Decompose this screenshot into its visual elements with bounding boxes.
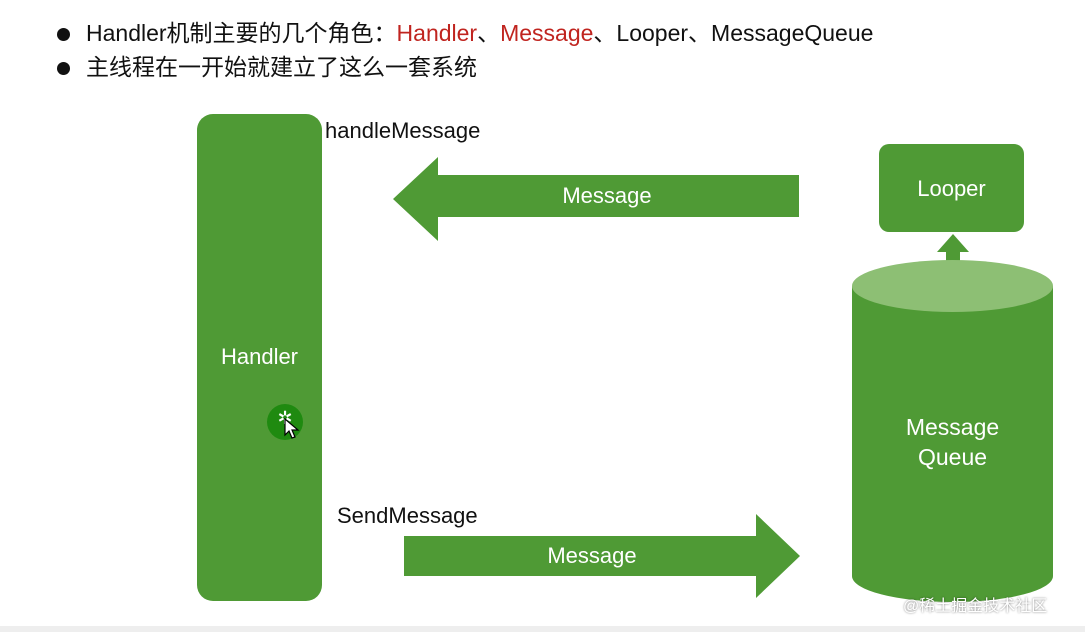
message-arrow-right [404, 514, 800, 598]
queue-label-line1: Message [905, 414, 1000, 440]
message-queue-cylinder [852, 260, 1053, 602]
bullet-item-mainthread: 主线程在一开始就建立了这么一套系统 [52, 50, 1052, 84]
queue-label-line2: Queue [917, 444, 988, 470]
message-queue-label: Message Queue [850, 412, 1055, 472]
looper-block [879, 144, 1024, 232]
handle-message-label: handleMessage [325, 118, 481, 143]
handler-label: Handler [220, 344, 299, 369]
mouse-pointer-icon [284, 418, 300, 439]
role-message-highlight: Message [500, 20, 594, 46]
bullet-text-roles: Handler机制主要的几个角色：Handler、Message、Looper、… [86, 16, 873, 50]
message-arrow-left-label: Message [562, 183, 652, 208]
bullet-dot [57, 62, 70, 75]
role-handler-highlight: Handler [396, 20, 478, 46]
message-arrow-right-label: Message [547, 543, 637, 568]
bottom-edge [0, 626, 1085, 632]
roles-rest: 、Looper、MessageQueue [593, 20, 874, 46]
looper-label: Looper [917, 176, 986, 201]
handler-block [197, 114, 322, 601]
send-message-label: SendMessage [337, 503, 478, 528]
roles-prefix: Handler机制主要的几个角色： [86, 20, 397, 46]
bullet-list: Handler机制主要的几个角色：Handler、Message、Looper、… [52, 16, 1052, 84]
bullet-item-roles: Handler机制主要的几个角色：Handler、Message、Looper、… [52, 16, 1052, 50]
bullet-text-mainthread: 主线程在一开始就建立了这么一套系统 [86, 54, 477, 80]
watermark: @稀土掘金技术社区 [903, 598, 1048, 615]
message-arrow-left [393, 157, 799, 241]
bullet-dot [57, 28, 70, 41]
role-separator: 、 [477, 20, 501, 46]
